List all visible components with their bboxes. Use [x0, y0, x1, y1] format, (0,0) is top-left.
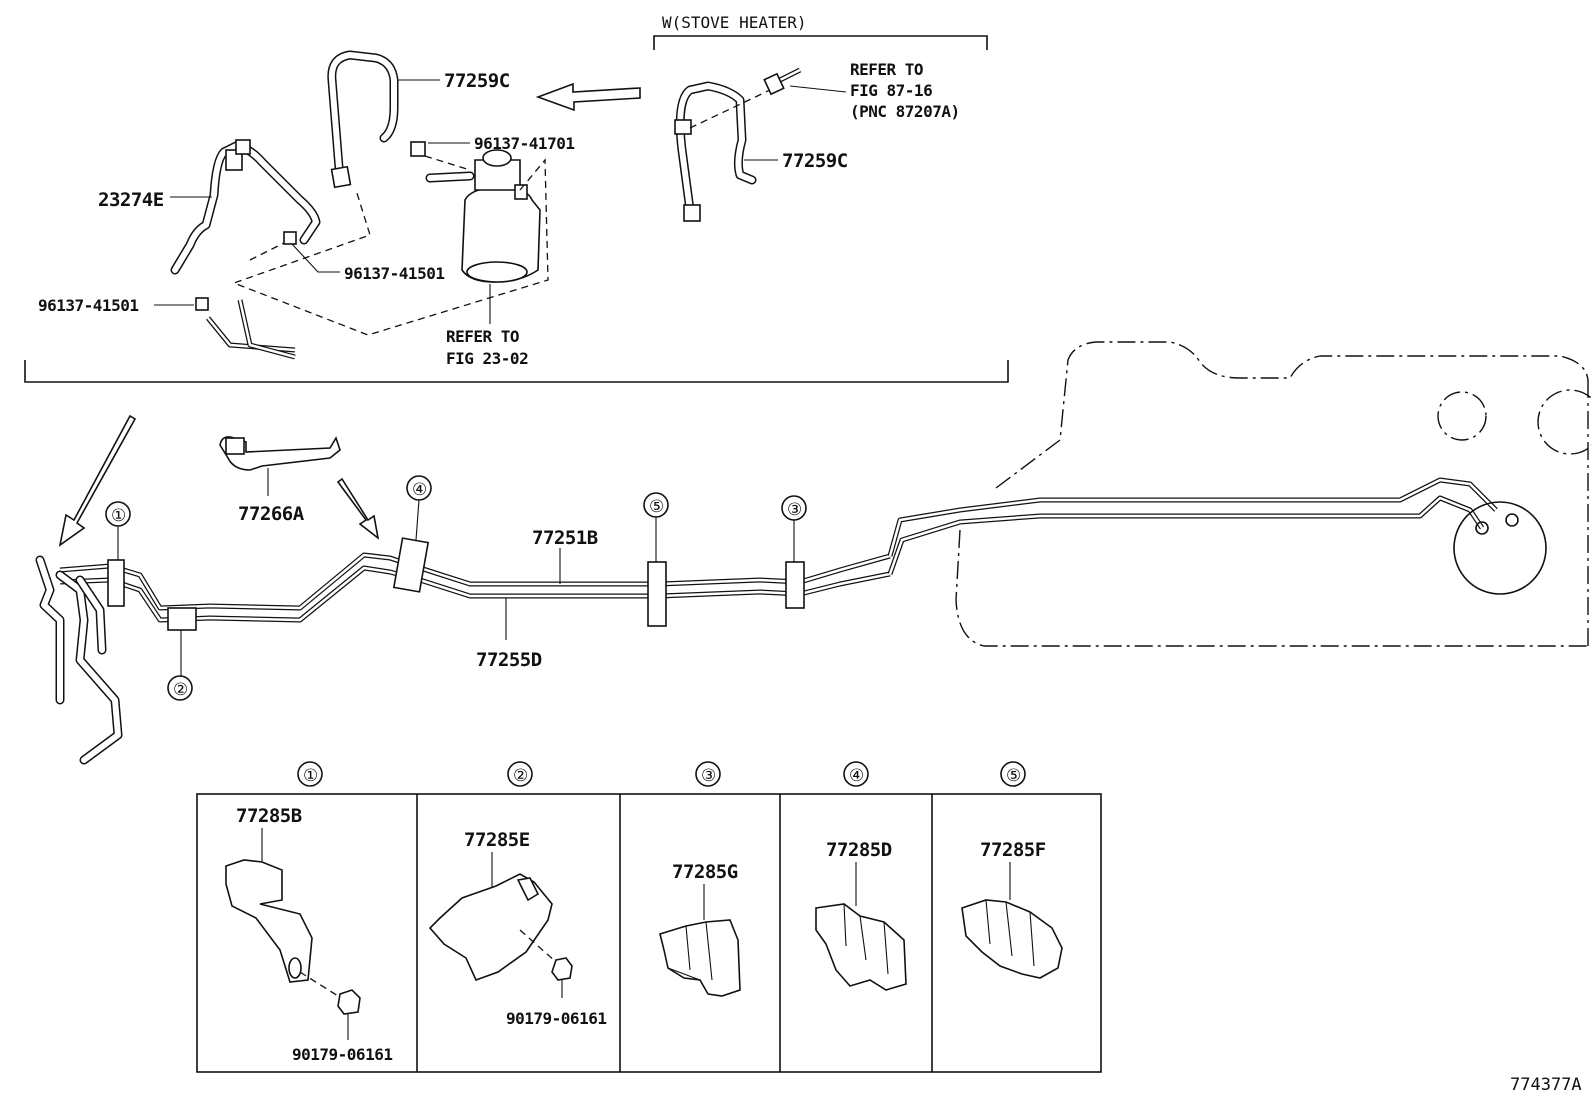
table-marker-5: ⑤: [1006, 766, 1021, 786]
dash-2: [232, 158, 549, 336]
clamp-77285E: [428, 873, 553, 982]
refer-23-line2: FIG 23-02: [446, 349, 528, 368]
label-77259C-left: 77259C: [444, 70, 510, 92]
dash-1: [424, 155, 471, 171]
clamp-4: [392, 537, 430, 593]
label-77266A: 77266A: [238, 503, 305, 525]
tank-port-1: [1437, 391, 1487, 441]
clamp-77285F: [961, 899, 1063, 979]
table-marker-2: ②: [513, 766, 528, 786]
hose-77259C-left: [327, 50, 399, 189]
stove-heater-label: W(STOVE HEATER): [662, 13, 807, 32]
arrow-down-right: [336, 477, 380, 540]
refer-87-line1: REFER TO: [850, 60, 923, 79]
refer-87-line3: (PNC 87207A): [850, 102, 960, 121]
clamp-77285B: [225, 859, 313, 983]
clip-stove: [763, 72, 785, 96]
marker-2-circle: [167, 675, 193, 701]
tank-outline-bottom: [955, 529, 1588, 647]
clip-96137-41501-a: [195, 297, 209, 311]
marker-2: ②: [173, 680, 188, 700]
clamp-5: [647, 561, 667, 627]
clamp-77285D: [815, 903, 907, 991]
hose-23274E: [170, 139, 321, 275]
table-fastener-2: 90179-06161: [506, 1009, 606, 1028]
marker-1: ①: [111, 506, 126, 526]
marker-3: ③: [787, 500, 802, 520]
table-part-2: 77285E: [464, 829, 530, 851]
tank-pump-flange: [1453, 501, 1547, 595]
table-part-3: 77285G: [672, 861, 738, 883]
clamp-3: [785, 561, 805, 609]
marker-4: ④: [412, 480, 427, 500]
table-marker-1: ①: [303, 766, 318, 786]
refer-23-line1: REFER TO: [446, 327, 519, 346]
arrow-left: [535, 82, 641, 112]
fuel-vapor-canister: [425, 149, 541, 283]
leader-96137-41501-b: [291, 243, 340, 273]
marker-5: ⑤: [649, 497, 664, 517]
dash-stove: [689, 89, 771, 129]
label-23274E: 23274E: [98, 189, 164, 211]
leader-refer-87: [789, 85, 847, 93]
table-part-4: 77285D: [826, 839, 892, 861]
stove-heater-bracket: [653, 35, 988, 50]
tank-outline-top: [995, 341, 1589, 489]
clip-96137-41701: [410, 141, 426, 157]
figure-id: 774377A: [1510, 1075, 1582, 1095]
nut-1: [337, 989, 361, 1015]
table-part-5: 77285F: [980, 839, 1046, 861]
label-96137-41701: 96137-41701: [474, 134, 574, 153]
clamp-detail-table: [196, 793, 1102, 1073]
label-77251B: 77251B: [532, 527, 598, 549]
tank-port-2: [1537, 389, 1592, 455]
refer-87-line2: FIG 87-16: [850, 81, 932, 100]
table-fastener-1: 90179-06161: [292, 1045, 392, 1064]
table-marker-3: ③: [701, 766, 716, 786]
top-group-bracket: [24, 360, 1009, 383]
bracket-77266A: [219, 436, 341, 471]
clamp-2: [167, 607, 197, 631]
label-77259C-stove: 77259C: [782, 150, 848, 172]
clamp-1: [107, 559, 125, 607]
hose-77259C-stove: [674, 81, 757, 222]
clip-96137-41501-b: [283, 231, 297, 245]
clamp-77285G: [659, 919, 741, 997]
table-part-1: 77285B: [236, 805, 302, 827]
table-marker-4: ④: [849, 766, 864, 786]
label-96137-41501-a: 96137-41501: [38, 296, 138, 315]
nut-2: [551, 957, 573, 981]
left-hose-bundle: [35, 555, 123, 765]
label-96137-41501-b: 96137-41501: [344, 264, 444, 283]
arrow-down-left: [58, 414, 137, 547]
label-77255D: 77255D: [476, 649, 542, 671]
